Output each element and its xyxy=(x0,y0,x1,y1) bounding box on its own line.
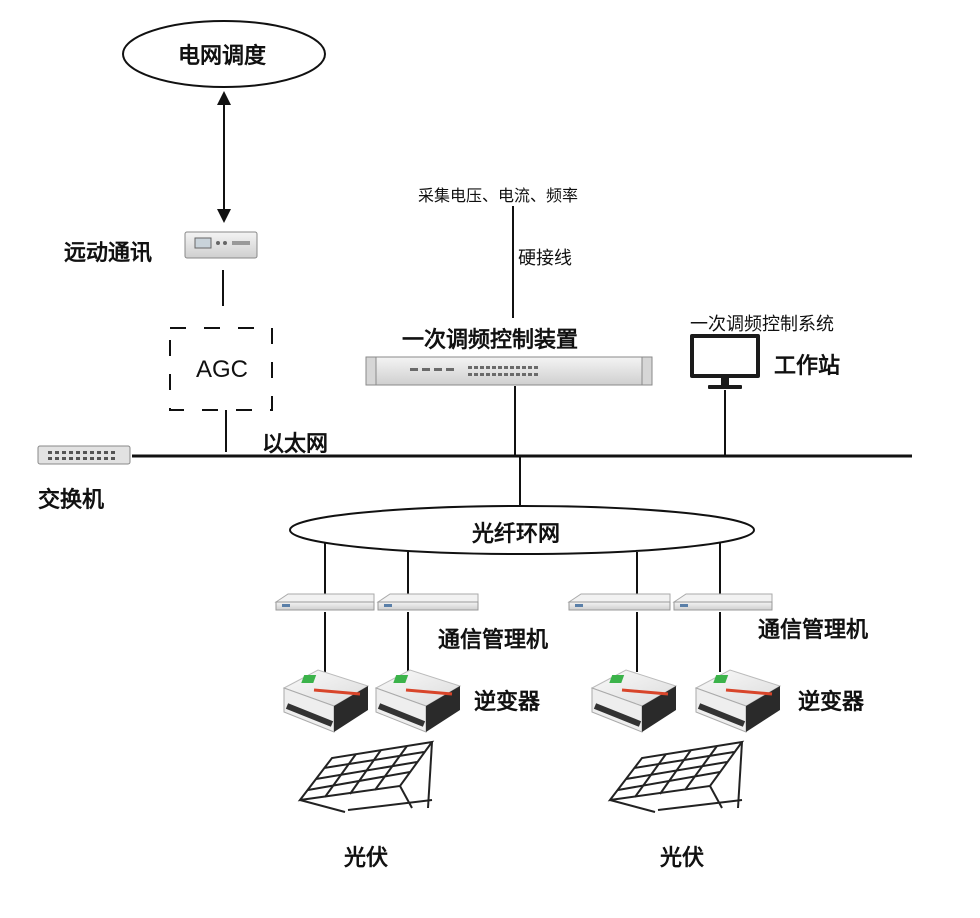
collect-label: 采集电压、电流、频率 xyxy=(418,186,579,205)
fiber-ring-label: 光纤环网 xyxy=(472,522,561,547)
comm-manager-icon-4 xyxy=(672,593,773,611)
dispatch-label: 电网调度 xyxy=(178,44,267,69)
agc-label: AGC xyxy=(196,356,249,383)
inverter-icon-1 xyxy=(282,669,370,733)
comm-manager-label-right: 通信管理机 xyxy=(758,618,869,643)
dispatch-ellipse xyxy=(122,20,326,88)
inverter-icon-3 xyxy=(590,669,678,733)
inverter-label-left: 逆变器 xyxy=(474,690,541,715)
pv-label-right: 光伏 xyxy=(660,846,705,871)
inverter-icon-2 xyxy=(374,669,462,733)
comm-manager-icon-3 xyxy=(567,593,671,611)
remote-comm-device-icon xyxy=(184,231,258,259)
comm-manager-label-left: 通信管理机 xyxy=(438,628,549,653)
hardwire-label: 硬接线 xyxy=(518,248,572,269)
controller-label: 一次调频控制装置 xyxy=(402,328,579,353)
solar-panel-icon-right xyxy=(607,740,745,813)
pv-label-left: 光伏 xyxy=(344,846,389,871)
controller-device-icon xyxy=(365,356,653,386)
remote-comm-label: 远动通讯 xyxy=(64,241,153,266)
solar-panel-icon-left xyxy=(297,740,435,813)
switch-icon xyxy=(37,445,131,465)
comm-manager-icon-2 xyxy=(376,593,479,611)
fiber-ring-ellipse xyxy=(289,505,755,555)
ethernet-label: 以太网 xyxy=(262,432,329,457)
workstation-label: 工作站 xyxy=(774,354,841,379)
agc-box xyxy=(169,327,273,411)
system-name-label: 一次调频控制系统 xyxy=(690,314,834,335)
inverter-icon-4 xyxy=(694,669,782,733)
comm-manager-icon-1 xyxy=(274,593,375,611)
switch-label: 交换机 xyxy=(38,488,105,513)
inverter-label-right: 逆变器 xyxy=(798,690,865,715)
monitor-icon xyxy=(690,334,760,389)
